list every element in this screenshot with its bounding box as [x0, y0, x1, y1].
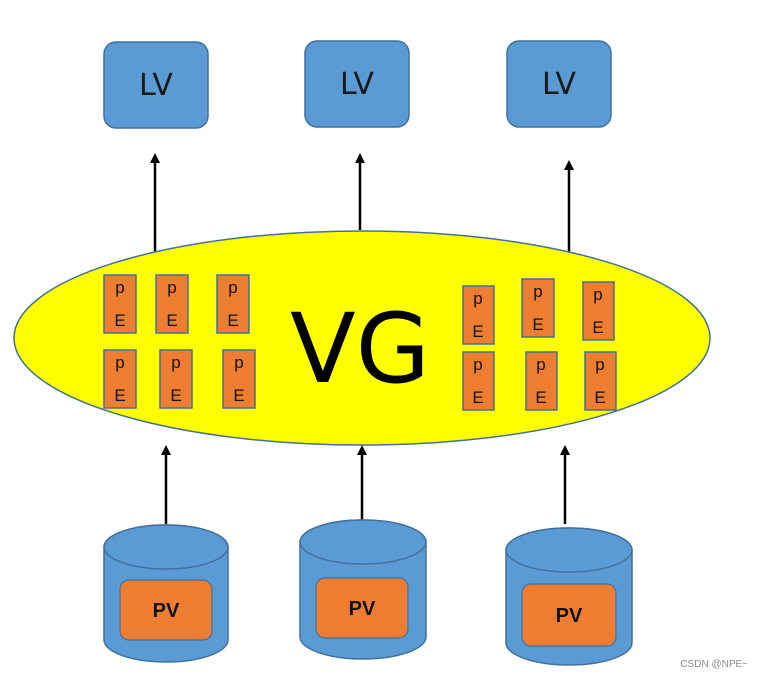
pe-label-top: p — [171, 353, 180, 372]
pe-label-top: p — [533, 282, 542, 301]
lv-box-shape — [304, 40, 410, 128]
pe-block-shape — [521, 278, 555, 338]
pe-label-bottom: E — [114, 386, 125, 405]
lv-box-shape — [506, 40, 612, 128]
pe-block-5: p E — [159, 349, 193, 409]
pv-disk-2: PV — [299, 519, 427, 660]
pe-block-shape — [159, 349, 193, 409]
pe-label-top: p — [593, 285, 602, 304]
pv-cylinder-top — [299, 519, 427, 565]
pe-block-shape — [216, 274, 250, 334]
pe-label-bottom: E — [114, 311, 125, 330]
watermark: CSDN @NPE~ — [680, 659, 748, 670]
pe-label-top: p — [167, 278, 176, 297]
pe-label-bottom: E — [532, 315, 543, 334]
pe-label-top: p — [473, 355, 482, 374]
pe-label-top: p — [595, 355, 604, 374]
pe-label-bottom: E — [227, 311, 238, 330]
pv-to-vg-arrows — [161, 445, 570, 524]
pv-cylinder-top — [103, 524, 229, 570]
vg-label: VG — [290, 293, 430, 405]
pe-block-shape — [462, 285, 495, 345]
pe-label-top: p — [234, 353, 243, 372]
pe-label-top: p — [536, 355, 545, 374]
lv-label: LV — [542, 67, 576, 102]
pv-label-box — [315, 577, 409, 639]
pv-disk-3: PV — [505, 527, 633, 666]
vg-to-lv-arrows — [150, 153, 574, 252]
pv-cylinder-top — [505, 527, 633, 573]
lv-label: LV — [340, 67, 374, 102]
pe-label-bottom: E — [170, 386, 181, 405]
pe-block-8: p E — [521, 278, 555, 338]
pv-label: PV — [153, 600, 180, 622]
lv-box-2: LV — [304, 40, 410, 128]
pe-block-4: p E — [103, 349, 137, 409]
pe-label-bottom: E — [594, 388, 605, 407]
pv-label-box — [521, 583, 617, 647]
pe-block-9: p E — [582, 281, 615, 341]
pe-block-12: p E — [584, 351, 617, 411]
pe-block-shape — [103, 274, 137, 334]
pe-label-top: p — [115, 353, 124, 372]
pe-label-bottom: E — [535, 388, 546, 407]
pv-label-box — [119, 579, 213, 641]
pe-block-shape — [103, 349, 137, 409]
pe-block-shape — [582, 281, 615, 341]
pv-label: PV — [349, 598, 376, 620]
pe-label-bottom: E — [166, 311, 177, 330]
pv-disk-1: PV — [103, 524, 229, 663]
pe-block-shape — [584, 351, 617, 411]
pe-label-top: p — [473, 289, 482, 308]
pe-label-bottom: E — [592, 318, 603, 337]
pv-label: PV — [556, 605, 583, 627]
pe-block-11: p E — [525, 351, 558, 411]
pe-block-7: p E — [462, 285, 495, 345]
lv-box-shape — [103, 41, 209, 129]
pe-block-1: p E — [103, 274, 137, 334]
lv-box-1: LV — [103, 41, 209, 129]
pe-block-shape — [155, 274, 189, 334]
lv-label: LV — [139, 68, 173, 103]
pe-label-top: p — [115, 278, 124, 297]
pe-block-10: p E — [462, 351, 495, 411]
pe-block-shape — [525, 351, 558, 411]
pe-block-shape — [222, 349, 256, 409]
pe-label-bottom: E — [472, 322, 483, 341]
pe-block-6: p E — [222, 349, 256, 409]
pe-label-bottom: E — [233, 386, 244, 405]
pe-block-shape — [462, 351, 495, 411]
lv-box-3: LV — [506, 40, 612, 128]
pe-label-bottom: E — [472, 388, 483, 407]
pe-block-2: p E — [155, 274, 189, 334]
pe-label-top: p — [228, 278, 237, 297]
pe-block-3: p E — [216, 274, 250, 334]
